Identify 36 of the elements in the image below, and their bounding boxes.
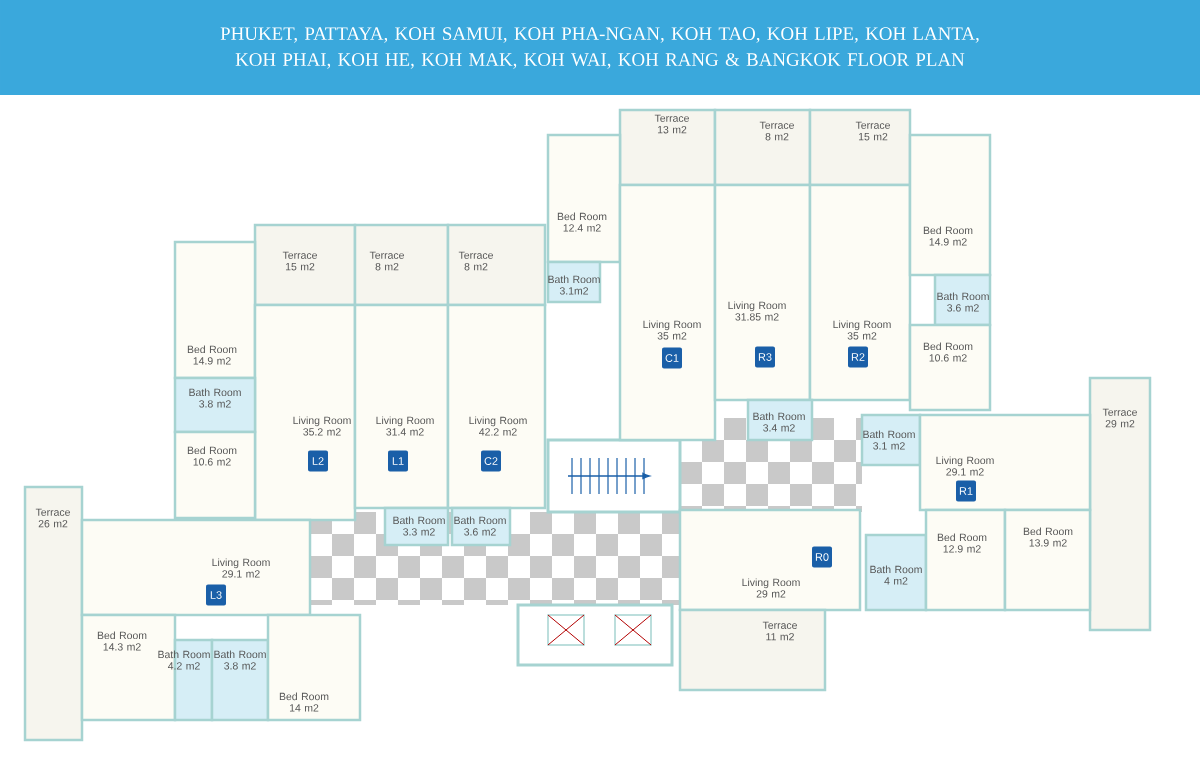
- bathroom: Bath Room 3.1m2: [546, 260, 602, 304]
- room: Bed Room 13.9 m2: [1003, 508, 1092, 612]
- room: Bed Room 14.9 m2: [173, 240, 257, 380]
- room: Bed Room 10.6 m2: [173, 430, 257, 520]
- unit-badge: L3: [206, 584, 226, 606]
- unit-badge: R3: [755, 346, 775, 368]
- terrace: Terrace 8 m2: [353, 223, 450, 307]
- bathroom: Bath Room 3.8 m2: [210, 638, 270, 722]
- title-banner: PHUKET, PATTAYA, KOH SAMUI, KOH PHA-NGAN, KOH TAO, KOH LIPE, KOH LANTA, KOH PHAI, KOH HE, KOH MAK, KOH WAI, KOH RANG & BANGKOK FLOOR PLAN: [0, 0, 1200, 95]
- bathroom: Bath Room 3.8 m2: [173, 376, 257, 434]
- bathroom: Bath Room 3.1 m2: [860, 413, 922, 467]
- terrace: Terrace 11 m2: [678, 608, 827, 692]
- unit-badge: C2: [481, 450, 501, 472]
- room: Bed Room 14.9 m2: [908, 133, 992, 277]
- room: Bed Room 12.9 m2: [924, 508, 1007, 612]
- bathroom: Bath Room 3.3 m2: [383, 506, 450, 547]
- terrace: Terrace 13 m2: [618, 108, 717, 187]
- room: Bed Room 12.4 m2: [546, 133, 622, 264]
- terrace: Terrace 29 m2: [1088, 376, 1152, 632]
- terrace: Terrace 15 m2: [253, 223, 357, 307]
- unit-badge: L1: [388, 450, 408, 472]
- bathroom: Bath Room 3.6 m2: [450, 506, 512, 547]
- terrace: Terrace 8 m2: [713, 108, 812, 187]
- room: Bed Room 10.6 m2: [908, 323, 992, 412]
- terrace: Terrace 26 m2: [23, 485, 84, 742]
- unit-badge: R2: [848, 346, 868, 368]
- bathroom: Bath Room 4 m2: [864, 533, 928, 612]
- unit-badge: R0: [812, 546, 832, 568]
- room: Bed Room 14 m2: [266, 613, 362, 722]
- terrace: Terrace 15 m2: [808, 108, 912, 187]
- terrace: Terrace 8 m2: [446, 223, 547, 307]
- unit-badge: R1: [956, 480, 976, 502]
- bathroom: Bath Room 3.6 m2: [933, 273, 992, 327]
- unit-badge: C1: [662, 347, 682, 369]
- bathroom: Bath Room 3.4 m2: [746, 398, 814, 442]
- unit-badge: L2: [308, 450, 328, 472]
